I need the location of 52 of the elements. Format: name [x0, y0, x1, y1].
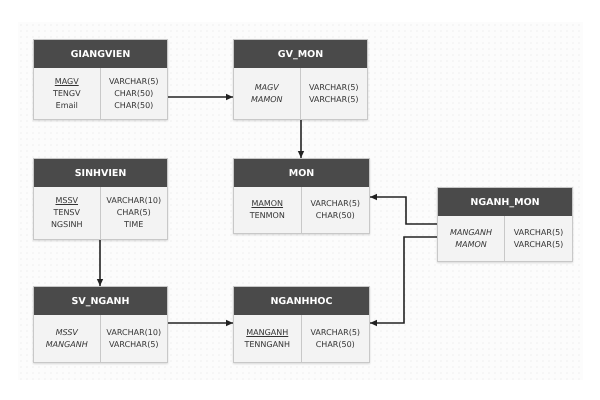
column-name: MAMON — [250, 94, 283, 106]
column-type: CHAR(50) — [316, 338, 355, 350]
column-name: MANGANH — [46, 338, 88, 350]
relationship-arrow — [168, 94, 233, 100]
column-name: MAGV — [54, 76, 79, 88]
column-type: VARCHAR(5) — [308, 94, 359, 106]
table-name: NGANHHOC — [270, 296, 332, 306]
column-name: TENMON — [250, 210, 285, 222]
relationship-arrow — [168, 320, 233, 326]
column-type: TIME — [124, 219, 144, 231]
column-name: MANGANH — [450, 226, 492, 238]
column-name: MAMON — [251, 198, 284, 210]
column-type: VARCHAR(5) — [514, 238, 564, 250]
table-name: NGANH_MON — [470, 196, 540, 208]
column-type: CHAR(5) — [116, 207, 151, 219]
column-name: TENNGANH — [244, 338, 290, 350]
relationship-arrow — [370, 194, 437, 225]
table-box — [233, 158, 370, 234]
table-box — [233, 39, 368, 120]
column-type: VARCHAR(5) — [108, 338, 159, 350]
column-name: TENGV — [52, 88, 81, 100]
column-type: VARCHAR(10) — [106, 195, 162, 207]
column-name: MSSV — [56, 326, 78, 338]
column-name: TENSV — [54, 207, 80, 219]
column-type: VARCHAR(5) — [514, 226, 564, 238]
column-type: VARCHAR(5) — [310, 198, 360, 210]
table-box — [33, 39, 168, 120]
relationship-arrow — [96, 240, 104, 286]
column-name: MAGV — [254, 82, 279, 94]
column-name: MAMON — [455, 238, 487, 250]
table-box — [437, 187, 573, 262]
column-type: CHAR(50) — [114, 88, 154, 100]
table-box — [33, 286, 168, 363]
relationship-arrow — [298, 120, 304, 158]
column-type: VARCHAR(5) — [308, 82, 359, 94]
table-box — [33, 158, 168, 240]
table-box — [233, 286, 370, 363]
column-type: CHAR(50) — [114, 100, 154, 112]
column-name: MSSV — [55, 195, 78, 207]
column-type: CHAR(50) — [316, 210, 355, 222]
table-name: MON — [288, 168, 314, 178]
table-name: GV_MON — [278, 48, 324, 60]
table-name: SV_NGANH — [72, 296, 130, 306]
column-type: VARCHAR(5) — [310, 326, 360, 338]
relationship-arrow — [370, 236, 437, 326]
column-type: VARCHAR(5) — [108, 76, 159, 88]
column-type: VARCHAR(10) — [106, 326, 162, 338]
column-name: NGSINH — [50, 219, 83, 231]
column-name: MANGANH — [246, 326, 288, 338]
table-name: GIANGVIEN — [70, 48, 130, 60]
column-name: Email — [56, 100, 78, 112]
table-name: SINHVIEN — [74, 168, 126, 178]
